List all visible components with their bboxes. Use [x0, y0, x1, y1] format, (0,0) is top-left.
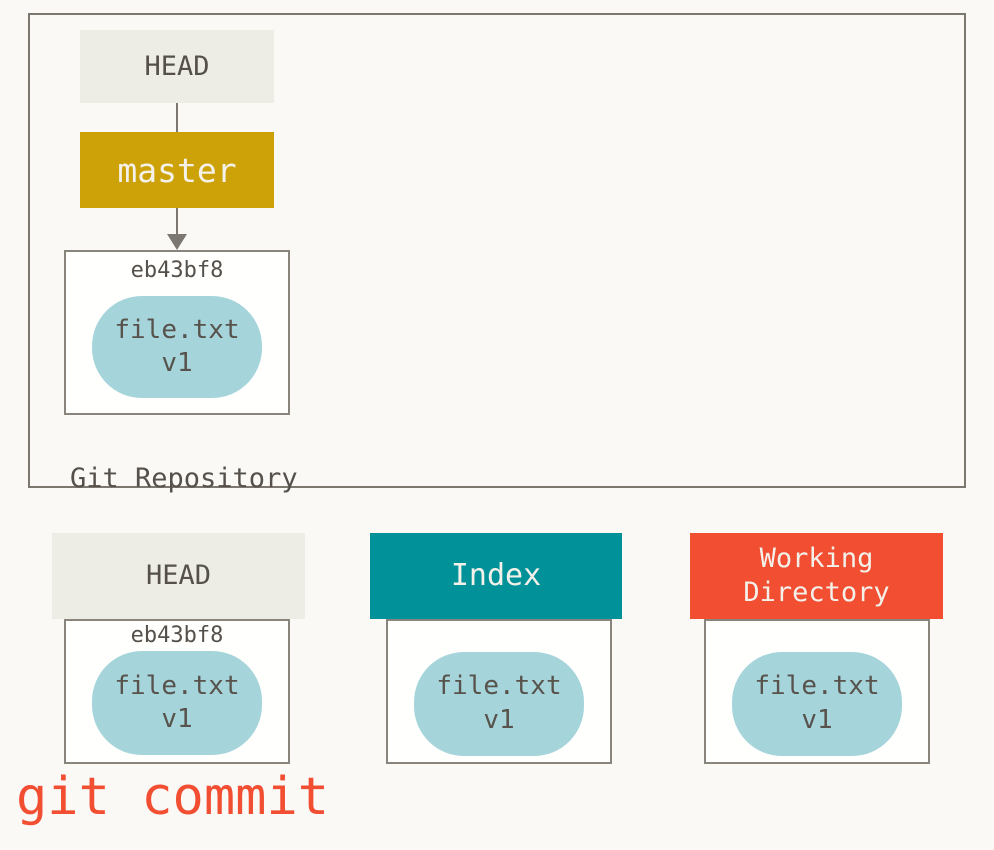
head-ref-box: HEAD	[80, 30, 274, 103]
working-directory-column-label: Working Directory	[743, 543, 890, 608]
master-to-commit-arrow-icon	[167, 234, 187, 250]
git-repository-label: Git Repository	[70, 463, 298, 494]
head-column-commit-hash: eb43bf8	[130, 623, 224, 648]
head-to-master-line	[176, 103, 178, 132]
head-column-label: HEAD	[145, 560, 212, 592]
master-branch-box: master	[80, 132, 274, 208]
master-branch-label: master	[117, 150, 237, 190]
head-column-header: HEAD	[52, 533, 305, 619]
master-to-commit-arrow-shaft	[176, 208, 178, 235]
working-directory-column-header: Working Directory	[690, 533, 943, 619]
file-blob: file.txt v1	[92, 296, 262, 399]
file-blob: file.txt v1	[92, 651, 262, 756]
file-blob: file.txt v1	[732, 652, 902, 756]
working-directory-column-box: file.txt v1	[704, 619, 930, 764]
file-blob-version: v1	[483, 705, 515, 735]
file-blob-version: v1	[161, 348, 193, 379]
index-column-label: Index	[450, 558, 542, 594]
file-blob-name: file.txt	[754, 671, 880, 702]
commit-node-box: eb43bf8 file.txt v1	[64, 250, 290, 415]
index-column-header: Index	[370, 533, 622, 619]
head-column-box: eb43bf8 file.txt v1	[64, 619, 290, 764]
file-blob: file.txt v1	[414, 652, 584, 756]
file-blob-version: v1	[161, 704, 193, 735]
file-blob-name: file.txt	[114, 670, 240, 701]
file-blob-version: v1	[801, 705, 833, 735]
git-commit-caption: git commit	[16, 767, 330, 827]
file-blob-name: file.txt	[114, 314, 240, 345]
index-column-box: file.txt v1	[386, 619, 612, 764]
head-ref-label: HEAD	[144, 51, 210, 82]
file-blob-name: file.txt	[436, 671, 562, 702]
commit-hash: eb43bf8	[130, 258, 224, 283]
